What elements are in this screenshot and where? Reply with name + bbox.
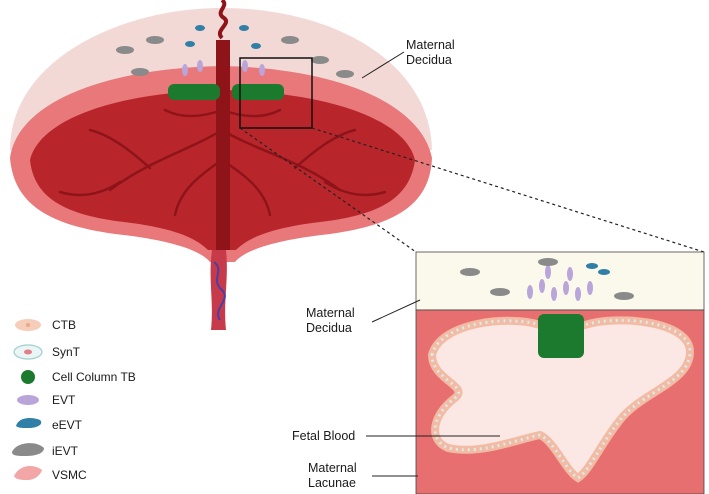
inset-eevt-cells: [586, 263, 610, 275]
label-maternal-decidua-inset: Maternal Decidua: [306, 306, 355, 335]
umbilical-cord: [210, 250, 227, 330]
inset-evt-cells: [527, 265, 593, 301]
legend-label-vsmc: VSMC: [52, 468, 87, 482]
decidua-ievt-cells: [116, 36, 354, 78]
evt-cell-icon: [17, 395, 39, 405]
leader-maternal-decidua-top: [361, 51, 405, 79]
legend-label-eevt: eEVT: [52, 418, 83, 432]
label-maternal-decidua-top: Maternal Decidua: [406, 38, 455, 67]
inset-cell-column: [538, 314, 584, 358]
cell-column-right: [232, 84, 284, 100]
villous-branches: [58, 108, 387, 217]
stem-vessel: [216, 40, 230, 250]
legend-label-evt: EVT: [52, 393, 76, 407]
placenta-illustration: [10, 0, 432, 330]
inset-decidua-band: [415, 251, 705, 311]
vsmc-cell-icon: [14, 466, 42, 480]
legend-icons: [12, 319, 44, 480]
decidua-evt-cells: [182, 60, 265, 76]
synt-nucleus: [24, 349, 32, 355]
legend-label-cell-column-tb: Cell Column TB: [52, 370, 136, 384]
eevt-cell-icon: [16, 418, 42, 428]
umbilical-vessel-twist: [213, 261, 226, 321]
ctb-nucleus: [26, 323, 30, 327]
legend-label-synt: SynT: [52, 345, 81, 359]
leader-maternal-decidua-inset: [371, 299, 421, 323]
label-fetal-blood: Fetal Blood: [292, 429, 356, 443]
zoom-connector-top: [311, 127, 705, 253]
inset-ievt-cells: [460, 258, 634, 300]
decidua-eevt-cells: [185, 25, 261, 49]
spiral-artery: [218, 0, 228, 40]
ievt-cell-icon: [12, 443, 44, 456]
label-maternal-lacunae: Maternal Lacunae: [308, 461, 357, 490]
zoom-region-box: [239, 57, 313, 129]
cell-column-left: [168, 84, 220, 100]
cell-column-tb-icon: [21, 370, 35, 384]
inset-panel: [415, 251, 705, 494]
legend-label-ievt: iEVT: [52, 444, 79, 458]
legend-label-ctb: CTB: [52, 318, 76, 332]
